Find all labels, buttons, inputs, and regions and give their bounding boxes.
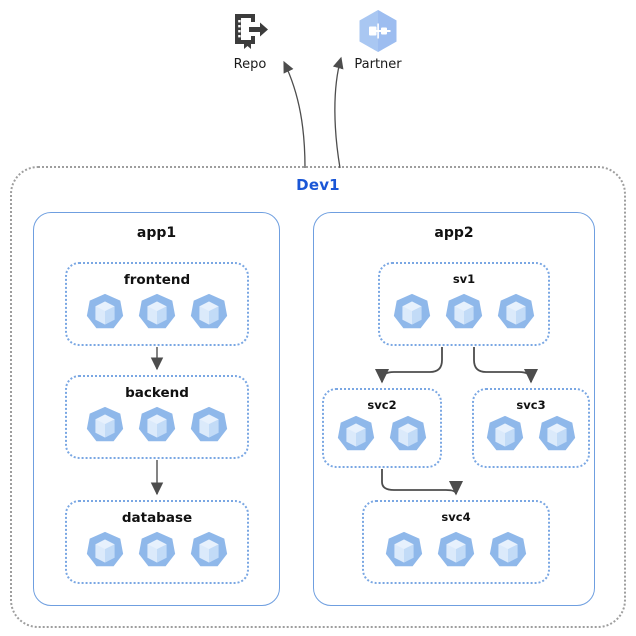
service-label-frontend: frontend [123, 272, 191, 288]
service-box-svc3[interactable]: svc3 [472, 388, 590, 468]
pod-icon [190, 293, 228, 329]
pod-icon [86, 406, 124, 442]
service-label-svc4: svc4 [441, 510, 471, 524]
external-node-label-repo: Repo [233, 57, 267, 72]
service-label-svc2: svc2 [367, 398, 397, 412]
pod-icon [489, 531, 527, 567]
arrow-dev1-to-partner [332, 56, 344, 169]
arrow-dev1-to-repo [283, 60, 306, 169]
service-label-svc3: svc3 [516, 398, 546, 412]
service-box-database[interactable]: database [65, 500, 249, 584]
pod-icon [385, 531, 423, 567]
service-label-sv1: sv1 [452, 272, 476, 286]
service-label-backend: backend [125, 385, 189, 401]
service-box-frontend[interactable]: frontend [65, 262, 249, 346]
pod-row-backend [67, 405, 247, 447]
pod-row-sv1 [380, 292, 548, 334]
partner-hexagon-icon [330, 8, 426, 54]
app-title-app1: app1 [136, 225, 177, 241]
pod-icon [437, 531, 475, 567]
repo-icon [202, 8, 298, 54]
pod-icon [190, 531, 228, 567]
pod-row-svc2 [324, 414, 440, 456]
pod-row-svc3 [474, 414, 588, 456]
service-label-database: database [121, 510, 193, 526]
pod-icon [138, 293, 176, 329]
pod-icon [337, 415, 375, 451]
pod-row-svc4 [364, 530, 548, 572]
pod-row-database [67, 530, 247, 572]
service-box-svc4[interactable]: svc4 [362, 500, 550, 584]
service-box-sv1[interactable]: sv1 [378, 262, 550, 346]
service-box-svc2[interactable]: svc2 [322, 388, 442, 468]
pod-icon [538, 415, 576, 451]
pod-icon [497, 293, 535, 329]
pod-icon [445, 293, 483, 329]
pod-row-frontend [67, 292, 247, 334]
pod-icon [86, 293, 124, 329]
external-node-partner[interactable]: Partner [330, 8, 426, 72]
pod-icon [86, 531, 124, 567]
pod-icon [138, 531, 176, 567]
pod-icon [138, 406, 176, 442]
cluster-boundary-dev1 [10, 166, 626, 628]
pod-icon [190, 406, 228, 442]
external-node-label-partner: Partner [354, 57, 402, 72]
app-title-app2: app2 [434, 225, 474, 241]
cluster-label-dev1: Dev1 [296, 176, 340, 194]
pod-icon [393, 293, 431, 329]
pod-icon [486, 415, 524, 451]
pod-icon [389, 415, 427, 451]
external-node-repo[interactable]: Repo [202, 8, 298, 72]
service-box-backend[interactable]: backend [65, 375, 249, 459]
